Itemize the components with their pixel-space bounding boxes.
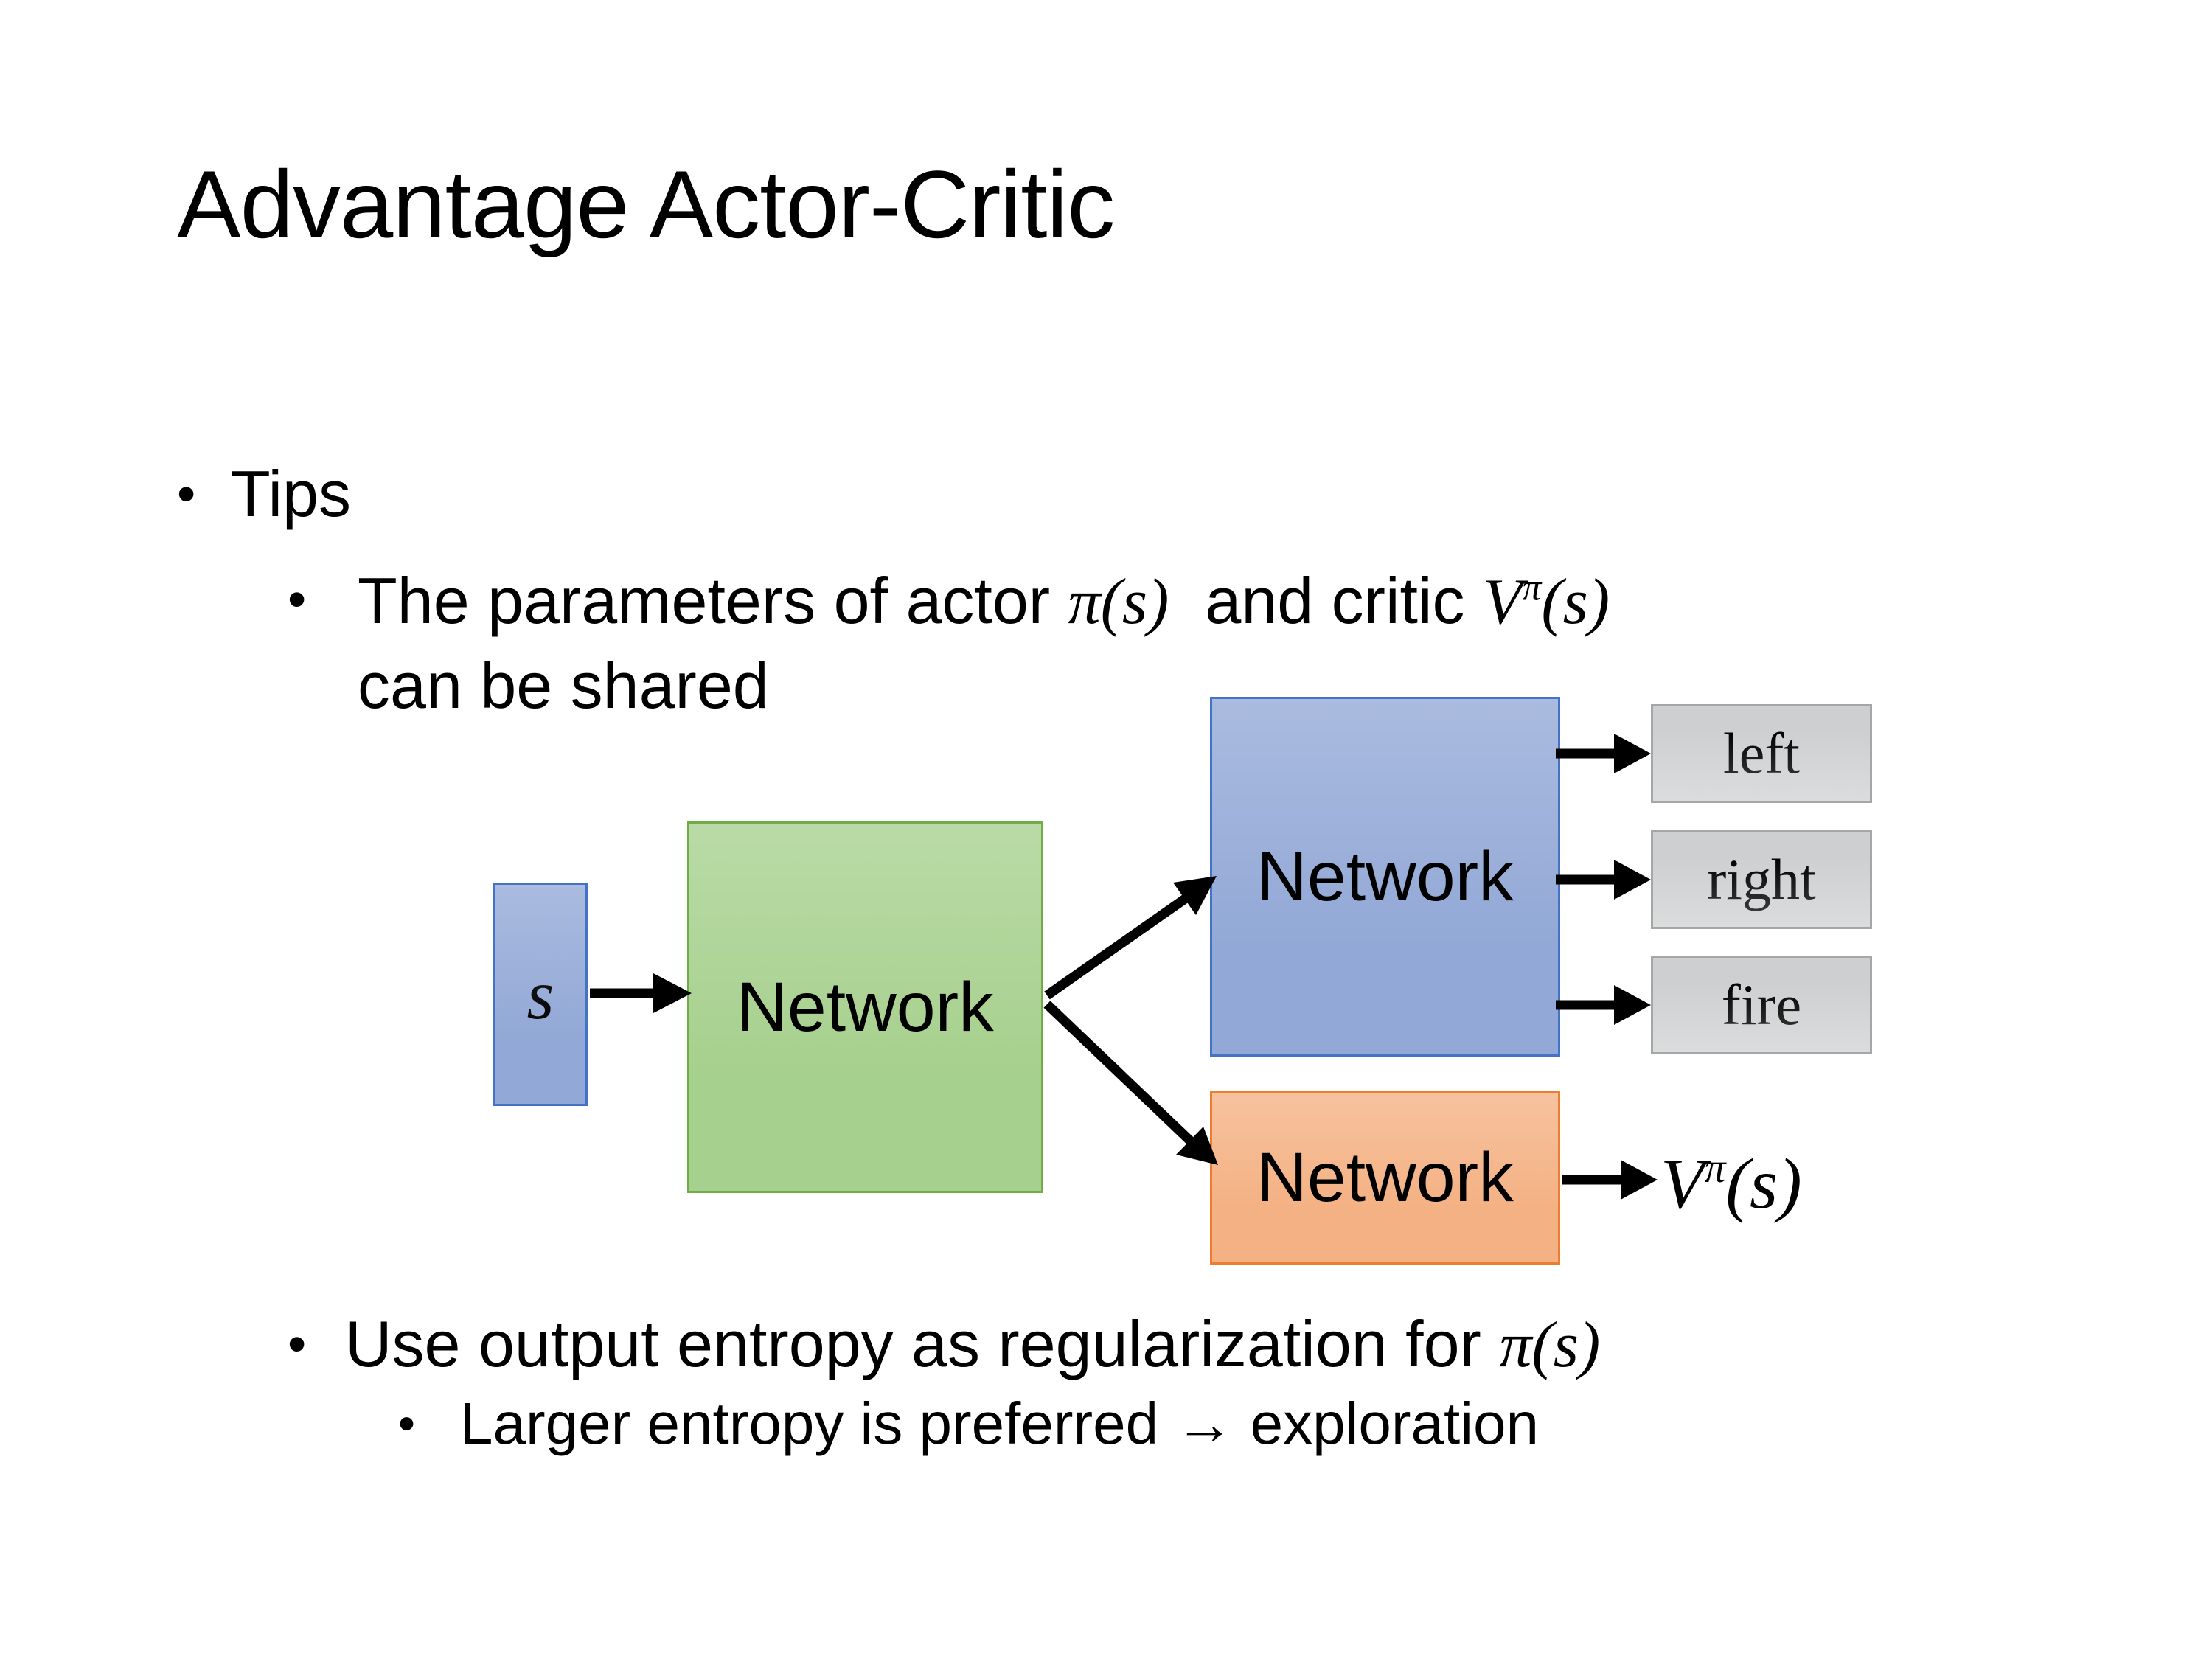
bullet-entropy-text: Use output entropy as regularization for…: [345, 1312, 1600, 1378]
critic-value-sup: π: [1522, 567, 1542, 609]
action-left-label: left: [1723, 721, 1800, 785]
action-box-left: left: [1651, 704, 1872, 803]
arrow-state-to-shared: [590, 973, 692, 1013]
actor-network-label: Network: [1256, 837, 1514, 916]
arrow-shared-to-critic: [1043, 1001, 1218, 1165]
value-sup: π: [1704, 1144, 1726, 1192]
arrow-actor-to-fire: [1556, 985, 1651, 1025]
bullet-parameters-shared: • The parameters of actor π(s) and criti…: [288, 559, 1610, 727]
action-fire-label: fire: [1721, 973, 1802, 1037]
bullet-tips-label: Tips: [231, 457, 351, 530]
arrow-shared-to-actor: [1044, 876, 1217, 1000]
arrow-actor-to-left: [1556, 734, 1651, 773]
critic-value-base: V: [1482, 566, 1523, 638]
critic-network-label: Network: [1256, 1138, 1514, 1217]
actor-network-box: Network: [1210, 697, 1560, 1057]
bullet-tips: • Tips: [177, 462, 351, 526]
bullet-icon: •: [288, 1315, 307, 1374]
bullet-icon: •: [177, 465, 196, 524]
value-output-label: Vπ(s): [1660, 1141, 1802, 1228]
entropy-prefix: Use output entropy as regularization for: [345, 1307, 1500, 1380]
bullet-icon: •: [288, 570, 307, 629]
shared-network-label: Network: [737, 967, 994, 1046]
bullet-exploration-label: Larger entropy is preferred → exploratio…: [460, 1391, 1539, 1456]
state-label: s: [526, 955, 554, 1034]
parameters-prefix: The parameters of actor: [358, 564, 1068, 637]
action-box-right: right: [1651, 830, 1872, 929]
bullet-parameters-text: The parameters of actor π(s) and critic …: [358, 559, 1610, 727]
value-base: V: [1660, 1144, 1705, 1224]
page-title: Advantage Actor-Critic: [177, 150, 1115, 258]
value-args: (s): [1725, 1144, 1802, 1224]
action-right-label: right: [1707, 847, 1816, 911]
critic-value-args: (s): [1541, 566, 1610, 638]
bullet-exploration: • Larger entropy is preferred → explorat…: [398, 1394, 1539, 1453]
bullet-icon: •: [398, 1397, 415, 1450]
critic-network-box: Network: [1210, 1091, 1560, 1265]
arrow-actor-to-right: [1556, 860, 1651, 900]
bullet-entropy: • Use output entropy as regularization f…: [288, 1312, 1600, 1378]
action-box-fire: fire: [1651, 956, 1872, 1054]
actor-policy-math: π(s): [1068, 566, 1169, 638]
entropy-policy-math: π(s): [1499, 1310, 1601, 1381]
parameters-line2: can be shared: [358, 649, 769, 723]
arrow-critic-to-value: [1562, 1160, 1658, 1200]
state-box: s: [493, 883, 588, 1106]
shared-network-box: Network: [687, 821, 1043, 1193]
parameters-mid: and critic: [1169, 564, 1483, 637]
